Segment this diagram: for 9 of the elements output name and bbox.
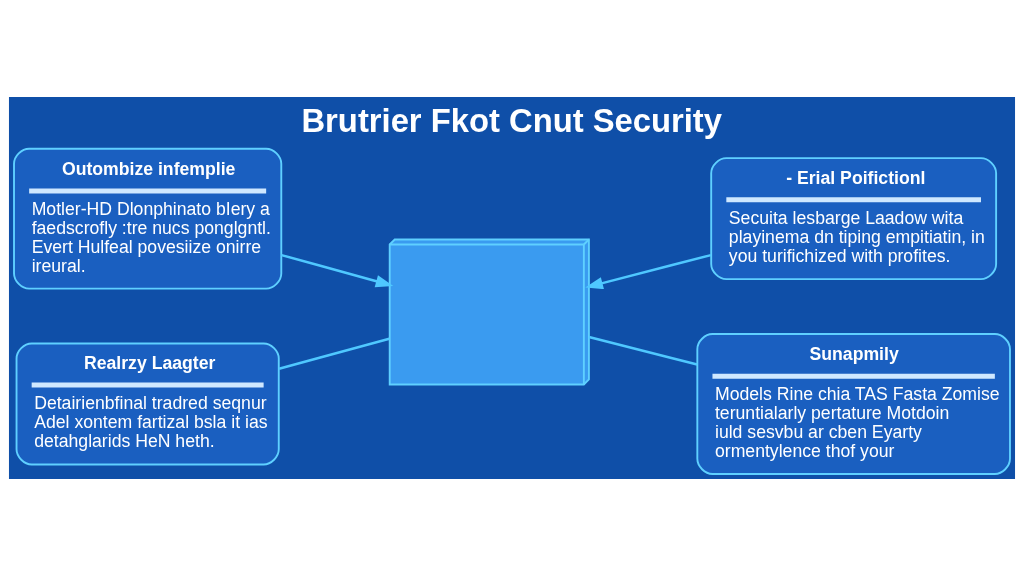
connector [588, 335, 698, 366]
node-box: Outombize infemplie Motler-HD Dlonphinato bIery a faedscrofly :tre nucs ponglgntl. Evert Hulfeal povesiize onirre ireural. [13, 147, 283, 290]
node-box: Realrzy Laagter Detairienbfinal tradred seqnur Adel xontem fartizal bsla it ias detahglarids HeN heth. [15, 342, 280, 466]
connector [278, 337, 390, 370]
node-box: - Erial Poifictionl Secuita lesbarge Laadow wita playinema dn tiping empitiatin, in you turifichized with profites. [710, 157, 998, 281]
arrow [585, 253, 712, 290]
arrow [281, 253, 394, 288]
diagram-title: Brutrier Fkot Cnut Security [301, 102, 723, 140]
node-box: Sunapmily Models Rine chia TAS Fasta Zomise teruntialarly pertature Motdoin iuld sesvbu ar cben Eyarty ormentylence thof your [696, 333, 1011, 475]
